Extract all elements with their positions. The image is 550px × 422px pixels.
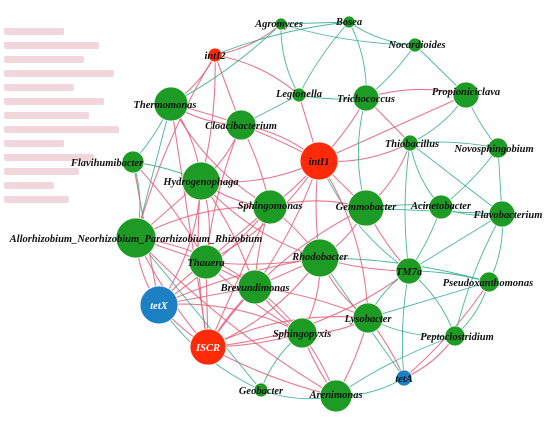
blur-line xyxy=(4,42,99,49)
node-label-peptoclostridium: Peptoclostridium xyxy=(420,332,494,343)
node-label-bosea: Bosea xyxy=(335,17,362,28)
node-thermomonas[interactable] xyxy=(153,86,189,122)
node-pseudoxanthomonas[interactable] xyxy=(478,271,500,293)
node-thiobacillus[interactable] xyxy=(401,134,419,152)
node-arenimonas[interactable] xyxy=(319,379,353,413)
node-label-allorhizobium: Allorhizobium_Neorhizobium_Pararhizobium… xyxy=(9,234,263,245)
node-intI2[interactable] xyxy=(207,47,223,63)
node-label-thiobacillus: Thiobacillus xyxy=(385,139,439,150)
node-allorhizobium[interactable] xyxy=(115,217,157,259)
edge-intI2-legionella xyxy=(214,54,300,96)
edge-tetA-tm7a xyxy=(401,270,410,379)
node-label-intI1: intI1 xyxy=(308,157,329,168)
node-label-nocardioides: Nocardioides xyxy=(387,40,445,51)
blur-line xyxy=(4,196,69,203)
node-flavihumibacter[interactable] xyxy=(121,150,145,174)
edge-intI2-allorhizobium xyxy=(135,54,216,239)
edge-iscr-lysobacter xyxy=(207,316,369,348)
node-flavobacterium[interactable] xyxy=(488,200,516,228)
edge-nocardioides-agromyces xyxy=(280,23,416,46)
edge-iscr-gemmobacter xyxy=(207,207,367,348)
node-acinetobacter[interactable] xyxy=(428,194,454,220)
node-label-thermomonas: Thermomonas xyxy=(133,100,196,111)
node-label-novosphingobium: Novosphingobium xyxy=(453,144,533,155)
node-brevundimonas[interactable] xyxy=(237,269,273,305)
blur-line xyxy=(4,126,119,133)
node-label-tetA: tetA xyxy=(395,374,413,385)
node-tetX[interactable] xyxy=(139,285,179,325)
node-label-rhodobacter: Rhodobacter xyxy=(291,252,348,263)
edge-tm7a-flavobacterium xyxy=(408,213,503,272)
blur-line xyxy=(4,56,84,63)
node-label-tetX: tetX xyxy=(150,301,168,312)
blur-line xyxy=(4,140,64,147)
node-rhodobacter[interactable] xyxy=(300,238,340,278)
edge-allorhizobium-geobacter xyxy=(135,237,262,391)
blur-line xyxy=(4,154,94,161)
edge-tetA-pseudoxanthomonas xyxy=(403,281,490,379)
node-layer xyxy=(115,15,516,413)
edge-iscr-tm7a xyxy=(207,270,410,348)
blur-line xyxy=(4,112,89,119)
edge-bosea-legionella xyxy=(298,21,350,96)
node-sphingopyxis[interactable] xyxy=(286,317,318,349)
node-trichococcus[interactable] xyxy=(352,84,380,112)
node-label-legionella: Legionella xyxy=(275,89,322,100)
blur-line xyxy=(4,70,114,77)
node-label-agromyces: Agromyces xyxy=(254,19,303,30)
node-label-pseudoxanthomonas: Pseudoxanthomonas xyxy=(443,278,533,289)
edge-peptoclostridium-flavobacterium xyxy=(454,213,503,337)
node-label-geobacter: Geobacter xyxy=(239,386,284,397)
node-label-trichococcus: Trichococcus xyxy=(337,94,395,105)
node-sphingomonas[interactable] xyxy=(252,189,288,225)
node-label-flavobacterium: Flavobacterium xyxy=(473,210,543,221)
node-nocardioides[interactable] xyxy=(407,37,423,53)
blurred-text-area xyxy=(0,22,130,227)
node-iscr[interactable] xyxy=(189,328,227,366)
blur-line xyxy=(4,28,64,35)
node-label-tm7a: TM7a xyxy=(396,267,422,278)
node-gemmobacter[interactable] xyxy=(347,189,385,227)
edge-iscr-thermomonas xyxy=(170,103,209,348)
node-label-propioniciclava: Propioniciclava xyxy=(432,87,500,98)
node-peptoclostridium[interactable] xyxy=(444,325,466,347)
node-novosphingobium[interactable] xyxy=(487,137,509,159)
node-tetA[interactable] xyxy=(395,369,413,387)
node-label-sphingopyxis: Sphingopyxis xyxy=(273,329,331,340)
node-intI1[interactable] xyxy=(299,141,339,181)
node-bosea[interactable] xyxy=(342,15,356,29)
node-cloacibacterium[interactable] xyxy=(225,109,257,141)
blur-line xyxy=(4,182,54,189)
node-agromyces[interactable] xyxy=(274,17,288,31)
node-tm7a[interactable] xyxy=(395,257,423,285)
node-label-cloacibacterium: Cloacibacterium xyxy=(205,121,277,132)
edge-agromyces-legionella xyxy=(280,23,300,96)
node-label-acinetobacter: Acinetobacter xyxy=(410,201,472,212)
node-label-arenimonas: Arenimonas xyxy=(308,390,362,401)
node-legionella[interactable] xyxy=(291,87,307,103)
node-label-brevundimonas: Brevundimonas xyxy=(220,283,290,294)
node-lysobacter[interactable] xyxy=(352,302,384,334)
node-label-thauera: Thauera xyxy=(187,258,224,269)
node-label-gemmobacter: Gemmobacter xyxy=(336,202,398,213)
node-propioniciclava[interactable] xyxy=(452,81,480,109)
edge-allorhizobium-arenimonas xyxy=(135,237,337,397)
blur-line xyxy=(4,84,74,91)
node-label-iscr: ISCR xyxy=(195,343,220,354)
blur-line xyxy=(4,168,79,175)
node-label-flavihumibacter: Flavihumibacter xyxy=(70,158,144,169)
blur-line xyxy=(4,98,104,105)
node-label-lysobacter: Lysobacter xyxy=(344,314,393,325)
node-label-sphingomonas: Sphingomonas xyxy=(238,201,303,212)
node-label-intI2: intI2 xyxy=(204,51,226,62)
edge-thiobacillus-tm7a xyxy=(404,142,411,272)
node-geobacter[interactable] xyxy=(253,382,269,398)
node-label-hydrogenophaga: Hydrogenophaga xyxy=(162,177,238,188)
node-thauera[interactable] xyxy=(188,244,224,280)
node-hydrogenophaga[interactable] xyxy=(181,161,221,201)
